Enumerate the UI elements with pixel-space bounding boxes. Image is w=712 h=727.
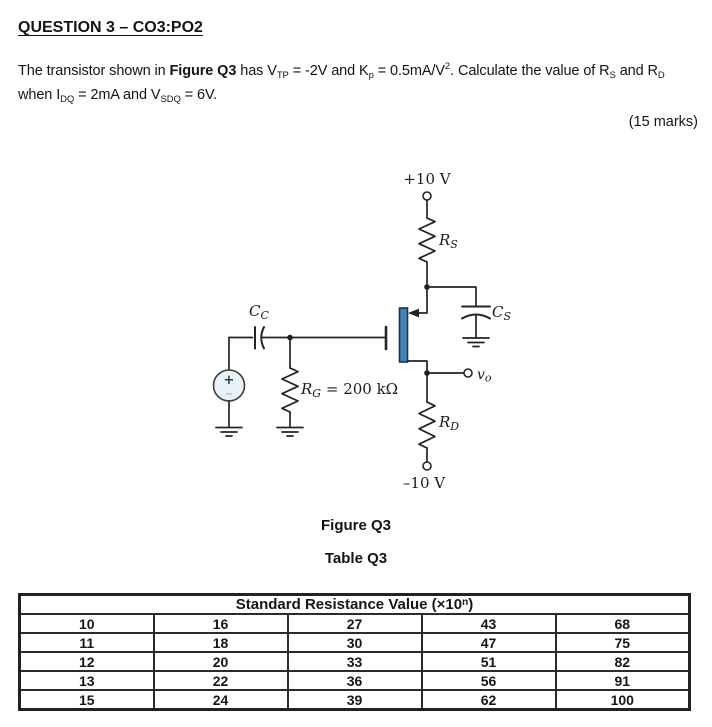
- table-title-exponent: n: [462, 597, 469, 608]
- wire: [426, 286, 477, 307]
- table-cell: 68: [554, 613, 691, 634]
- table-title: Standard Resistance Value (×10n): [18, 593, 691, 615]
- source-arrow-icon: [408, 308, 419, 318]
- pmos-transistor-channel: [398, 307, 409, 363]
- supply-top-label: +10 V: [403, 170, 451, 188]
- text-segment: = 6V.: [180, 87, 218, 103]
- table-cell: 43: [420, 613, 557, 634]
- source-minus-sign: −: [225, 389, 233, 400]
- table-header-row: Standard Resistance Value (×10n): [18, 593, 691, 615]
- table-cell: 75: [554, 632, 691, 653]
- ground-symbol: [215, 426, 243, 437]
- text-segment: = -2V and K: [288, 63, 369, 79]
- figure-ref: Figure Q3: [169, 63, 237, 79]
- table-cell: 16: [152, 613, 289, 634]
- table-cell: 30: [286, 632, 423, 653]
- table-cell: 22: [152, 670, 289, 691]
- supply-terminal-top: [422, 191, 432, 201]
- table-cell: 47: [420, 632, 557, 653]
- cs-label: CS: [492, 303, 511, 323]
- rg-resistor: [281, 367, 299, 413]
- subscript-d: D: [657, 70, 665, 81]
- supply-terminal-bottom: [422, 461, 432, 471]
- table-cell: 56: [420, 670, 557, 691]
- rs-resistor: [418, 217, 436, 263]
- table-cell: 18: [152, 632, 289, 653]
- table-cell: 24: [152, 689, 289, 711]
- table-cell: 20: [152, 651, 289, 672]
- subscript-dq: DQ: [60, 94, 75, 105]
- source-plus-sign: +: [224, 373, 235, 388]
- drain-wire: [406, 360, 428, 374]
- output-terminal: [463, 368, 473, 378]
- problem-statement: The transistor shown in Figure Q3 has VT…: [18, 59, 665, 107]
- question-heading: QUESTION 3 – CO3:PO2: [18, 19, 203, 36]
- table-cell: 33: [286, 651, 423, 672]
- problem-line-1: The transistor shown in Figure Q3 has VT…: [18, 59, 665, 83]
- table-cell: 12: [18, 651, 155, 672]
- cc-label: CC: [249, 302, 269, 322]
- table-cell: 36: [286, 670, 423, 691]
- subscript-s: S: [609, 70, 616, 81]
- table-row: 11 18 30 47 75: [18, 632, 691, 653]
- figure-q3-circuit: +10 V RS CS vo RD –10 V CC RG = 200 kΩ +…: [212, 170, 511, 492]
- wire: [411, 286, 428, 314]
- superscript-2: 2: [444, 61, 451, 72]
- table-cell: 13: [18, 670, 155, 691]
- figure-caption: Figure Q3: [320, 517, 391, 534]
- table-cell: 27: [286, 613, 423, 634]
- table-caption: Table Q3: [324, 550, 388, 567]
- table-cell: 100: [554, 689, 691, 711]
- text-segment: = 0.5mA/V: [373, 63, 445, 79]
- table-cell: 91: [554, 670, 691, 691]
- ground-symbol: [276, 426, 304, 437]
- table-cell: 39: [286, 689, 423, 711]
- problem-line-2: when IDQ = 2mA and VSDQ = 6V.: [18, 83, 665, 107]
- text-segment: . Calculate the value of R: [450, 63, 610, 79]
- table-row: 12 20 33 51 82: [18, 651, 691, 672]
- ground-symbol: [462, 337, 490, 348]
- table-cell: 11: [18, 632, 155, 653]
- vo-label: vo: [477, 367, 492, 385]
- table-title-text: Standard Resistance Value (×10: [235, 596, 463, 613]
- table-cell: 10: [18, 613, 155, 634]
- marks-label: (15 marks): [628, 114, 698, 130]
- subscript-sdq: SDQ: [160, 94, 181, 105]
- text-segment: when I: [18, 87, 61, 103]
- resistance-table: Standard Resistance Value (×10n) 10 16 2…: [18, 593, 691, 711]
- text-segment: = 2mA and V: [74, 87, 161, 103]
- table-row: 15 24 39 62 100: [18, 689, 691, 711]
- text-segment: and R: [615, 63, 658, 79]
- table-cell: 15: [18, 689, 155, 711]
- rs-label: RS: [438, 231, 458, 251]
- table-cell: 62: [420, 689, 557, 711]
- table-cell: 82: [554, 651, 691, 672]
- text-segment: The transistor shown in: [18, 63, 170, 79]
- rg-label: RG = 200 kΩ: [300, 380, 398, 400]
- subscript-tp: TP: [276, 70, 289, 81]
- rd-resistor: [418, 401, 436, 449]
- table-cell: 51: [420, 651, 557, 672]
- supply-bottom-label: –10 V: [403, 474, 446, 492]
- table-title-text: ): [468, 596, 474, 613]
- text-segment: has V: [236, 63, 277, 79]
- rd-label: RD: [438, 413, 459, 433]
- table-row: 10 16 27 43 68: [18, 613, 691, 634]
- cc-capacitor: [260, 326, 265, 350]
- subscript-p: p: [368, 70, 374, 81]
- table-row: 13 22 36 56 91: [18, 670, 691, 691]
